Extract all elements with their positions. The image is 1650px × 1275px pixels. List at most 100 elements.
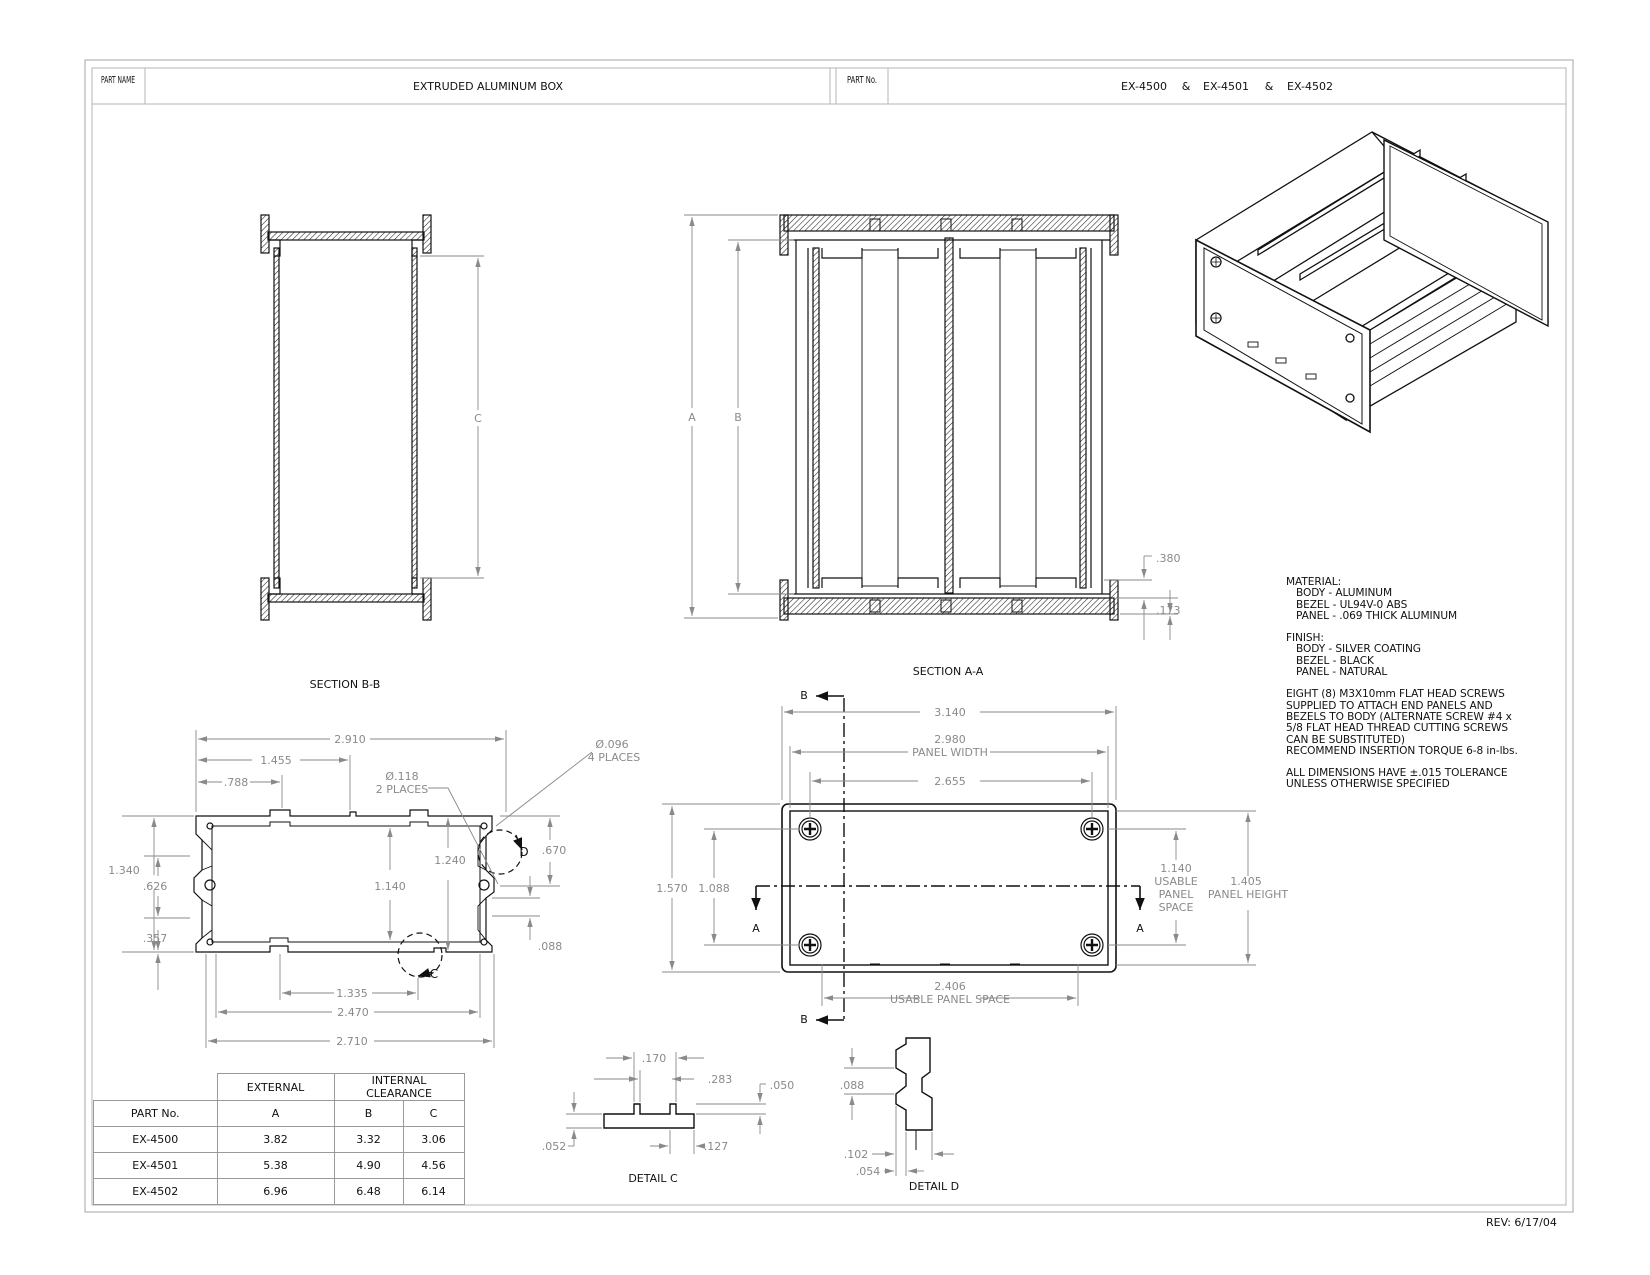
dim-2980: 2.980	[934, 733, 966, 746]
part-no-label: PART No.	[847, 75, 877, 86]
detail-d-view	[895, 1037, 933, 1150]
dim-357: .357	[143, 932, 168, 945]
material-panel: PANEL - .069 THICK ALUMINUM	[1296, 609, 1458, 622]
dim-2710: 2.710	[336, 1035, 368, 1048]
finish-bezel: BEZEL - BLACK	[1296, 654, 1374, 667]
table-group-internal: INTERNAL CLEARANCE	[333, 1073, 465, 1101]
end-view-details	[397, 829, 523, 978]
screws-line-6: RECOMMEND INSERTION TORQUE 6-8 in-lbs.	[1286, 744, 1518, 757]
dim-c-label: C	[474, 412, 482, 425]
general-notes: MATERIAL: BODY - ALUMINUM BEZEL - UL94V-…	[1286, 576, 1518, 802]
section-aa-caption: SECTION A-A	[913, 665, 984, 678]
cut-b-bottom: B	[800, 1013, 808, 1026]
detail-c-tag: C	[430, 967, 438, 981]
material-body: BODY - ALUMINUM	[1296, 587, 1392, 600]
screws-line-1: EIGHT (8) M3X10mm FLAT HEAD SCREWS	[1286, 688, 1505, 701]
dim-1088: 1.088	[698, 882, 730, 895]
notes-screws: EIGHT (8) M3X10mm FLAT HEAD SCREWS SUPPL…	[1286, 689, 1518, 757]
table-group-external: EXTERNAL	[216, 1073, 335, 1101]
dim-1405-note: PANEL HEIGHT	[1208, 888, 1289, 901]
dim-1405: 1.405	[1230, 875, 1262, 888]
dim-hole-118-note: 2 PLACES	[376, 783, 428, 796]
detail-c-dims	[566, 1052, 766, 1154]
part-number-sep-1: &	[1182, 80, 1191, 93]
table-cell-c: 3.06	[402, 1126, 465, 1153]
panel-dims	[662, 706, 1256, 1006]
dim-626: .626	[143, 880, 168, 893]
dim-1340: 1.340	[108, 864, 140, 877]
dim-1140-note-2: PANEL	[1159, 888, 1195, 901]
dim-hole-096-note: 4 PLACES	[588, 751, 640, 764]
dim-2910: 2.910	[334, 733, 366, 746]
tolerance-line-1: ALL DIMENSIONS HAVE ±.015 TOLERANCE	[1286, 767, 1508, 780]
table-header-row: PART No. A B C	[93, 1100, 465, 1127]
dim-a-label: A	[688, 411, 696, 424]
notes-finish: FINISH: BODY - SILVER COATING BEZEL - BL…	[1286, 632, 1518, 679]
table-col-b: B	[333, 1100, 404, 1127]
dim-102: .102	[844, 1148, 869, 1161]
screws-line-4: 5/8 FLAT HEAD THREAD CUTTING SCREWS	[1286, 722, 1509, 735]
dim-054: .054	[856, 1165, 881, 1178]
dim-088: .088	[538, 940, 563, 953]
cut-b-top: B	[800, 689, 808, 702]
notes-tolerance: ALL DIMENSIONS HAVE ±.015 TOLERANCE UNLE…	[1286, 767, 1518, 791]
part-number-2: EX-4501	[1203, 80, 1249, 93]
dim-173: .173	[1156, 604, 1181, 617]
detail-d-caption: DETAIL D	[909, 1180, 959, 1193]
section-aa-dims	[684, 214, 1178, 640]
finish-panel: PANEL - NATURAL	[1296, 666, 1388, 679]
dim-670: .670	[542, 844, 567, 857]
dim-2980-note: PANEL WIDTH	[912, 746, 988, 759]
dim-1455: 1.455	[260, 754, 292, 767]
dim-2406: 2.406	[934, 980, 966, 993]
section-bb-dim-c	[420, 255, 484, 579]
dim-1140-panel: 1.140	[1160, 862, 1192, 875]
revision-date: REV: 6/17/04	[1486, 1216, 1557, 1229]
part-name-value: EXTRUDED ALUMINUM BOX	[413, 80, 564, 93]
table-blank-cell	[93, 1073, 218, 1101]
sheet-border	[84, 59, 1574, 1213]
part-number-1: EX-4500	[1121, 80, 1167, 93]
dim-b-label: B	[734, 411, 742, 424]
notes-material: MATERIAL: BODY - ALUMINUM BEZEL - UL94V-…	[1286, 576, 1518, 622]
panel-front-view	[781, 803, 1117, 973]
isometric-view	[1195, 131, 1549, 434]
screws-line-3: BEZELS TO BODY (ALTERNATE SCREW #4 x	[1286, 710, 1512, 723]
table-col-a: A	[216, 1100, 335, 1127]
table-cell-a: 6.96	[216, 1178, 335, 1205]
table-cell-b: 3.32	[333, 1126, 404, 1153]
table-cell-part: EX-4502	[93, 1178, 218, 1205]
table-cell-a: 5.38	[216, 1152, 335, 1179]
dim-052: .052	[542, 1140, 567, 1153]
cut-a-right: A	[1136, 922, 1144, 935]
detail-d-tag: D	[519, 845, 528, 859]
dim-050: .050	[770, 1079, 795, 1092]
table-cell-c: 4.56	[402, 1152, 465, 1179]
dim-3140: 3.140	[934, 706, 966, 719]
finish-title: FINISH:	[1286, 632, 1324, 645]
detail-d-dims	[844, 1048, 954, 1176]
part-name-label: PART NAME	[101, 75, 135, 86]
dim-2655: 2.655	[934, 775, 966, 788]
screws-line-5: CAN BE SUBSTITUTED)	[1286, 733, 1405, 746]
section-bb-view	[260, 214, 432, 621]
table-cell-part: EX-4501	[93, 1152, 218, 1179]
table-row: EX-4502 6.96 6.48 6.14	[93, 1178, 465, 1205]
dim-788: .788	[224, 776, 249, 789]
part-dimension-table: EXTERNAL INTERNAL CLEARANCE PART No. A B…	[93, 1073, 465, 1205]
table-col-part: PART No.	[93, 1100, 218, 1127]
screws-line-2: SUPPLIED TO ATTACH END PANELS AND	[1286, 699, 1493, 712]
dim-170: .170	[642, 1052, 667, 1065]
material-title: MATERIAL:	[1286, 576, 1342, 588]
table-group-header-row: EXTERNAL INTERNAL CLEARANCE	[93, 1073, 465, 1101]
table-row: EX-4501 5.38 4.90 4.56	[93, 1152, 465, 1179]
dim-283: .283	[708, 1073, 733, 1086]
finish-body: BODY - SILVER COATING	[1296, 643, 1421, 656]
table-cell-a: 3.82	[216, 1126, 335, 1153]
detail-c-caption: DETAIL C	[628, 1172, 678, 1185]
dim-1240: 1.240	[434, 854, 466, 867]
section-aa-view	[779, 214, 1119, 621]
dim-hole-096: Ø.096	[595, 738, 628, 751]
table-row: EX-4500 3.82 3.32 3.06	[93, 1126, 465, 1153]
section-bb-caption: SECTION B-B	[310, 678, 381, 691]
